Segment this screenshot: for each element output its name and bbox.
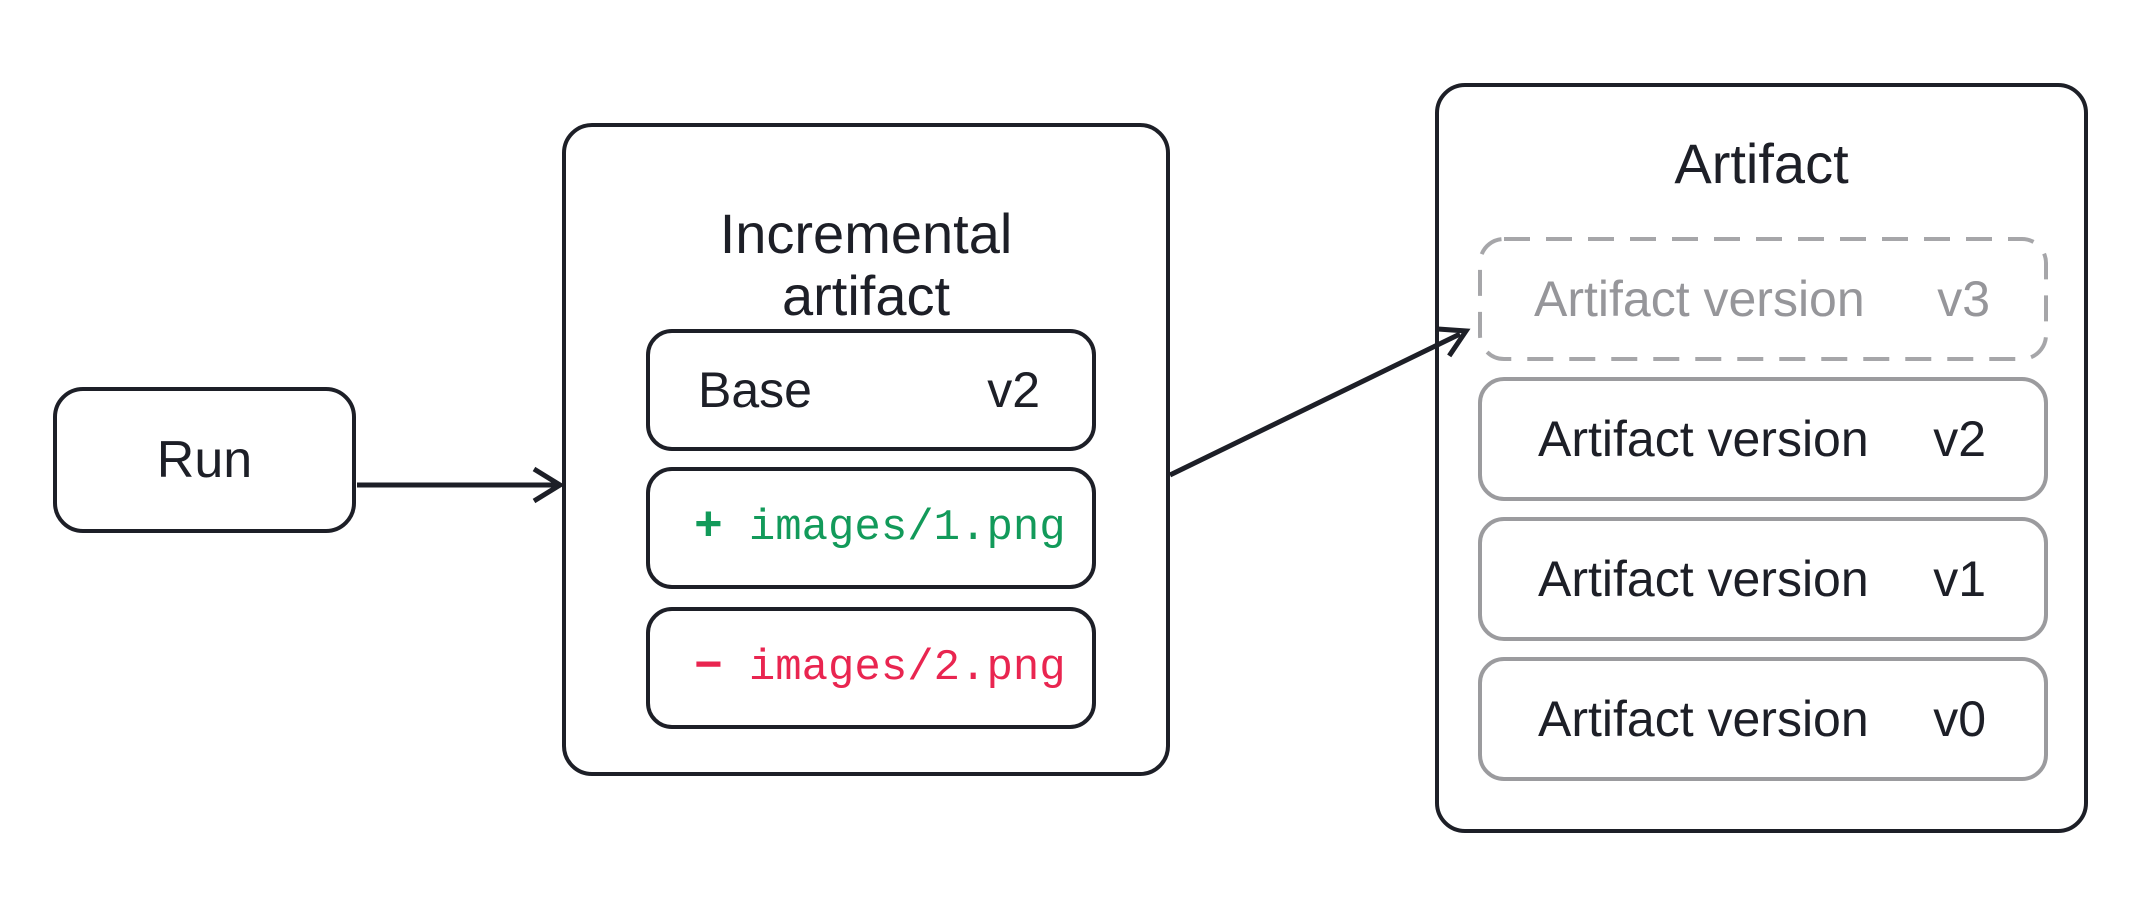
incremental-title-line1: Incremental (719, 202, 1013, 265)
artifact-version-badge: v0 (1933, 691, 1986, 747)
artifact-version-label: Artifact version (1534, 271, 1865, 327)
artifact-version-row: Artifact version v2 (1478, 377, 2048, 501)
artifact-version-label: Artifact version (1538, 551, 1869, 607)
base-label: Base (698, 362, 812, 418)
artifact-version-badge: v3 (1937, 271, 1990, 327)
artifact-node: Artifact Artifact version v3 Artifact ve… (1435, 83, 2088, 833)
removed-file-path: images/2.png (748, 643, 1066, 693)
dashed-border (1478, 237, 2048, 361)
arrow-run-to-incremental (357, 466, 565, 504)
incremental-artifact-title: Incremental artifact (566, 203, 1166, 327)
base-version-badge: v2 (987, 362, 1040, 418)
artifact-version-row-pending: Artifact version v3 (1478, 237, 2048, 361)
artifact-version-label: Artifact version (1538, 691, 1869, 747)
removed-file-row: − images/2.png (646, 607, 1096, 729)
minus-icon: − (694, 641, 723, 695)
artifact-version-badge: v1 (1933, 551, 1986, 607)
artifact-title: Artifact (1674, 132, 1849, 195)
base-version-row: Base v2 (646, 329, 1096, 451)
arrow-incremental-to-artifact-version (1168, 326, 1471, 478)
artifact-version-row: Artifact version v1 (1478, 517, 2048, 641)
run-label: Run (156, 431, 253, 489)
incremental-artifact-node: Incremental artifact Base v2 + images/1.… (562, 123, 1170, 776)
artifact-version-row: Artifact version v0 (1478, 657, 2048, 781)
plus-icon: + (694, 501, 723, 555)
run-node: Run (53, 387, 356, 533)
incremental-title-line2: artifact (781, 264, 951, 327)
artifact-version-label: Artifact version (1538, 411, 1869, 467)
artifact-version-badge: v2 (1933, 411, 1986, 467)
added-file-path: images/1.png (748, 503, 1066, 553)
added-file-row: + images/1.png (646, 467, 1096, 589)
